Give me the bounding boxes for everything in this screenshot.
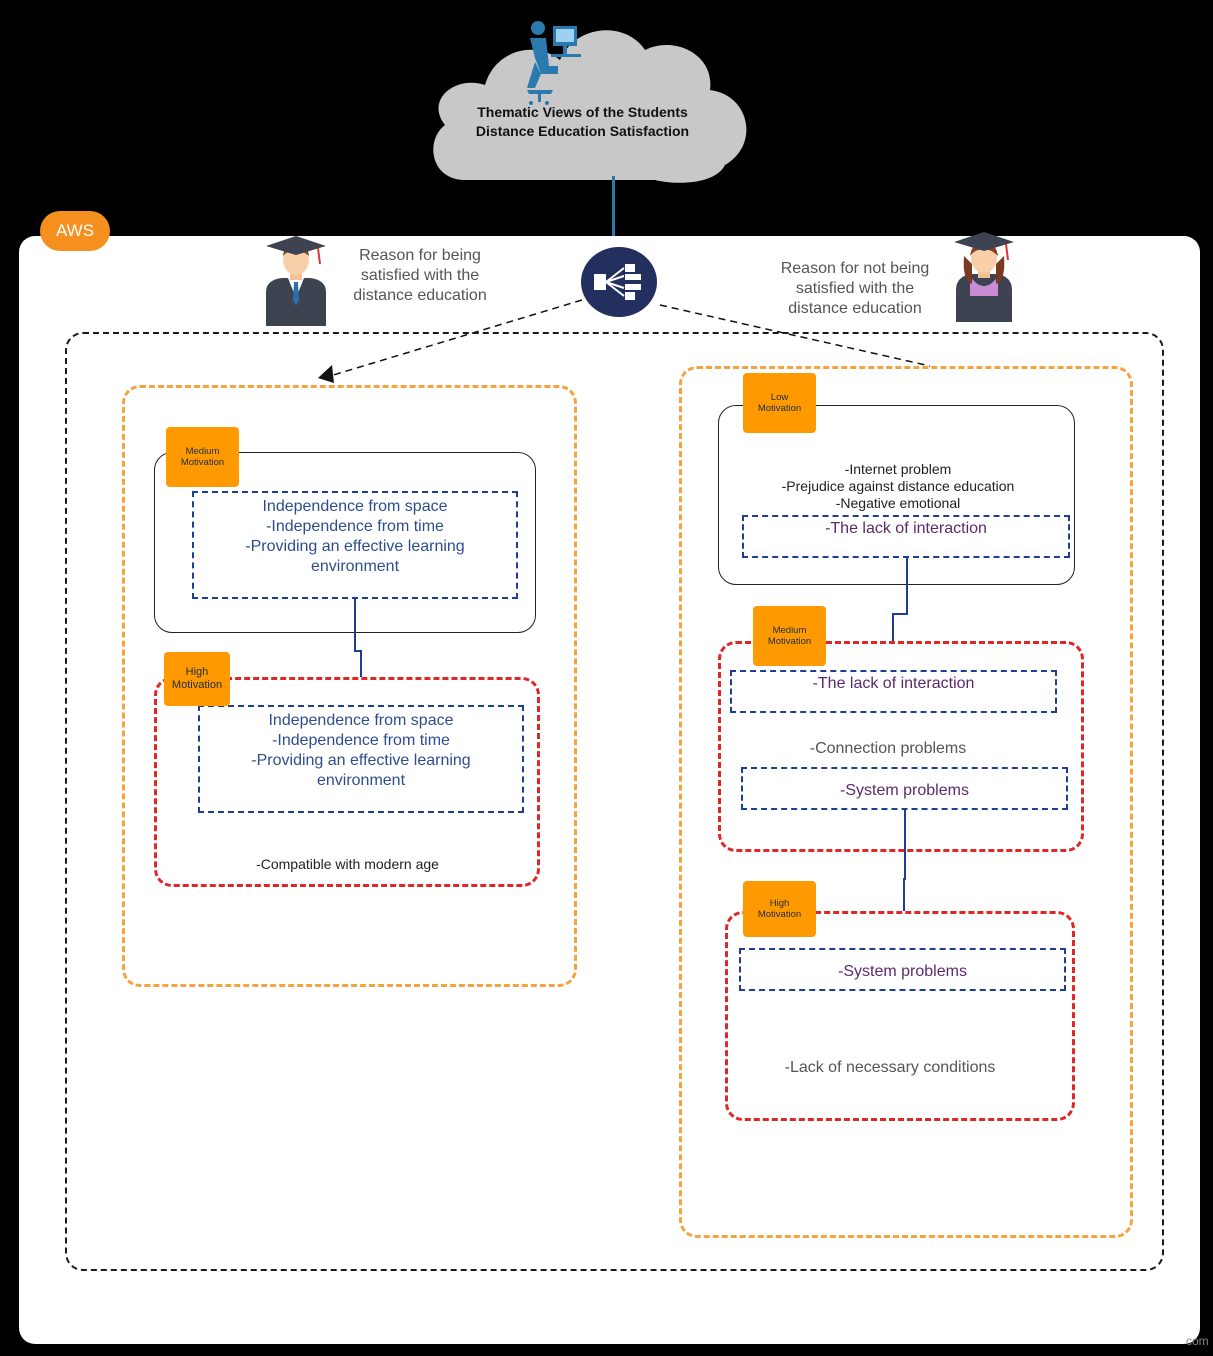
tag-line: Motivation <box>757 403 802 414</box>
right-connector <box>904 810 906 880</box>
left-high-list: Independence from space -Independence fr… <box>198 705 524 813</box>
overall-group <box>65 332 1164 1271</box>
tag-line: Low <box>770 392 789 403</box>
left-connector <box>354 599 356 651</box>
right-low-highlight-text: -The lack of interaction <box>825 520 987 537</box>
left-high-item: environment <box>316 772 406 789</box>
cloud-title-line2: Distance Education Satisfaction <box>475 123 690 139</box>
right-medium-text: -Connection problems <box>809 740 967 757</box>
left-high-item: Independence from space <box>268 712 454 729</box>
male-graduate-icon <box>266 236 326 326</box>
hub-connectors <box>318 299 931 383</box>
hub-distribution-icon <box>581 247 657 317</box>
tag-line: Medium <box>772 625 807 636</box>
right-medium-highlight2: -System problems <box>741 767 1068 810</box>
right-low-list: -Internet problem -Prejudice against dis… <box>740 461 1056 512</box>
left-high-extra: -Compatible with modern age <box>256 856 439 872</box>
right-high-text: -Lack of necessary conditions <box>784 1059 996 1076</box>
left-high-item: -Independence from time <box>272 732 450 749</box>
aws-label: AWS <box>55 221 95 240</box>
right-connector <box>906 558 908 614</box>
left-heading-line2: satisfied with the <box>360 267 480 284</box>
tag-line: Motivation <box>767 636 812 647</box>
cloud-hub-connector <box>612 176 615 248</box>
left-heading-line1: Reason for being <box>359 247 481 264</box>
right-heading-line2: satisfied with the <box>795 280 915 297</box>
right-connector <box>892 613 908 615</box>
right-low-item: -Internet problem <box>844 461 952 477</box>
person-at-computer-icon <box>527 21 581 105</box>
right-heading-line3: distance education <box>788 300 922 317</box>
tag-line: High <box>185 666 209 678</box>
cloud-title: Thematic Views of the Students Distance … <box>450 103 715 141</box>
right-medium-highlight2-text: -System problems <box>840 782 969 799</box>
left-connector <box>354 650 362 652</box>
right-heading: Reason for not being satisfied with the … <box>760 259 950 319</box>
tag-line: Motivation <box>180 457 225 468</box>
right-low-highlight: -The lack of interaction <box>742 515 1070 558</box>
right-low-item: -Negative emotional <box>835 495 961 511</box>
left-heading: Reason for being satisfied with the dist… <box>330 246 510 306</box>
right-high-highlight-text: -System problems <box>838 963 967 980</box>
right-heading-line1: Reason for not being <box>780 260 930 277</box>
right-high-box <box>725 911 1075 1121</box>
watermark-text: com <box>1186 1334 1209 1348</box>
aws-badge: AWS <box>42 213 108 249</box>
cloud-title-line1: Thematic Views of the Students <box>477 104 688 120</box>
left-medium-list: Independence from space -Independence fr… <box>192 491 518 599</box>
right-group <box>679 366 1133 1238</box>
left-medium-item: -Providing an effective learning <box>245 538 465 555</box>
tag-line: Motivation <box>757 909 802 920</box>
tag-line: Medium <box>185 446 220 457</box>
right-low-item: -Prejudice against distance education <box>781 478 1015 494</box>
left-medium-item: Independence from space <box>262 498 448 515</box>
right-high-highlight: -System problems <box>739 948 1066 991</box>
left-high-item: -Providing an effective learning <box>251 752 471 769</box>
tag-line: Motivation <box>171 679 223 691</box>
left-medium-item: environment <box>310 558 400 575</box>
tag-line: High <box>769 898 790 909</box>
right-medium-highlight: -The lack of interaction <box>730 670 1057 713</box>
female-graduate-icon <box>954 232 1014 322</box>
left-heading-line3: distance education <box>353 287 487 304</box>
left-medium-item: -Independence from time <box>266 518 444 535</box>
left-group <box>122 385 577 987</box>
cloud-shape <box>433 30 747 183</box>
right-medium-highlight-text: -The lack of interaction <box>812 675 975 692</box>
